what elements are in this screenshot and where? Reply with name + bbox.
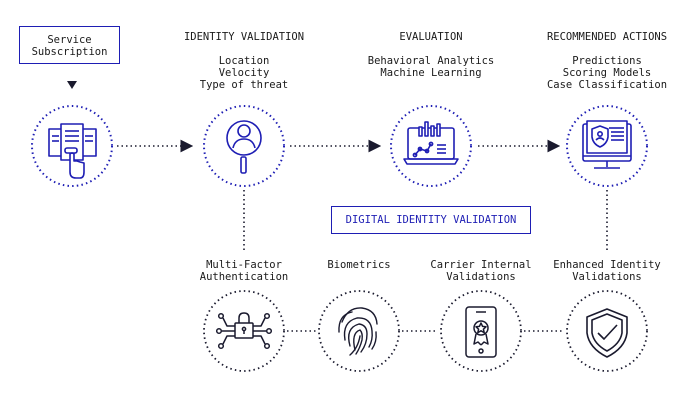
stage-line: Enhanced Identity [553, 259, 661, 271]
stage-item: Location [218, 55, 270, 67]
service-line-2: Subscription [31, 46, 108, 58]
stage-circle-carrier [440, 290, 522, 372]
stage-circle-evaluation [390, 105, 472, 187]
stage-item: Behavioral Analytics [367, 55, 495, 67]
stage-circle-biometrics [318, 290, 400, 372]
user-search-icon [226, 120, 262, 174]
monitor-shield-icon [582, 120, 632, 169]
stage-circle-service [31, 105, 113, 187]
stage-line: Validations [572, 271, 642, 283]
stage-line: Carrier Internal [430, 259, 532, 271]
identity-validation-items: Location Velocity Type of threat [200, 55, 289, 91]
enhanced-validations-label: Enhanced Identity Validations [553, 259, 660, 283]
fingerprint-icon [338, 307, 378, 356]
evaluation-title: EVALUATION [399, 31, 463, 43]
recommended-actions-title: RECOMMENDED ACTIONS [546, 31, 668, 43]
stage-item: Machine Learning [380, 67, 482, 79]
stage-line: Biometrics [327, 259, 391, 271]
recommended-actions-items: Predictions Scoring Models Case Classifi… [547, 55, 667, 91]
stage-item: Case Classification [546, 79, 668, 91]
service-line-1: Service [47, 34, 92, 46]
phone-badge-icon [465, 306, 497, 358]
identity-validation-title: IDENTITY VALIDATION [183, 31, 305, 43]
stage-circle-actions [566, 105, 648, 187]
digital-identity-validation-box: DIGITAL IDENTITY VALIDATION [331, 206, 531, 234]
stage-line: Authentication [199, 271, 289, 283]
laptop-analytics-icon [403, 121, 459, 165]
stage-circle-enhanced [566, 290, 648, 372]
stage-item: Velocity [218, 67, 270, 79]
lock-circuit-icon [215, 312, 273, 350]
shield-check-icon [586, 308, 628, 358]
biometrics-label: Biometrics [327, 259, 390, 271]
down-arrow [67, 81, 77, 89]
stage-item: Type of threat [199, 79, 289, 91]
stage-circle-mfa [203, 290, 285, 372]
documents-hand-icon [48, 123, 97, 179]
stage-item: Predictions [572, 55, 642, 67]
stage-item: Scoring Models [562, 67, 652, 79]
service-subscription-box: Service Subscription [19, 26, 120, 64]
carrier-validations-label: Carrier Internal Validations [430, 259, 531, 283]
evaluation-items: Behavioral Analytics Machine Learning [368, 55, 494, 79]
stage-circle-identity [203, 105, 285, 187]
stage-line: Multi-Factor [206, 259, 282, 271]
multi-factor-label: Multi-Factor Authentication [200, 259, 289, 283]
stage-line: Validations [446, 271, 516, 283]
